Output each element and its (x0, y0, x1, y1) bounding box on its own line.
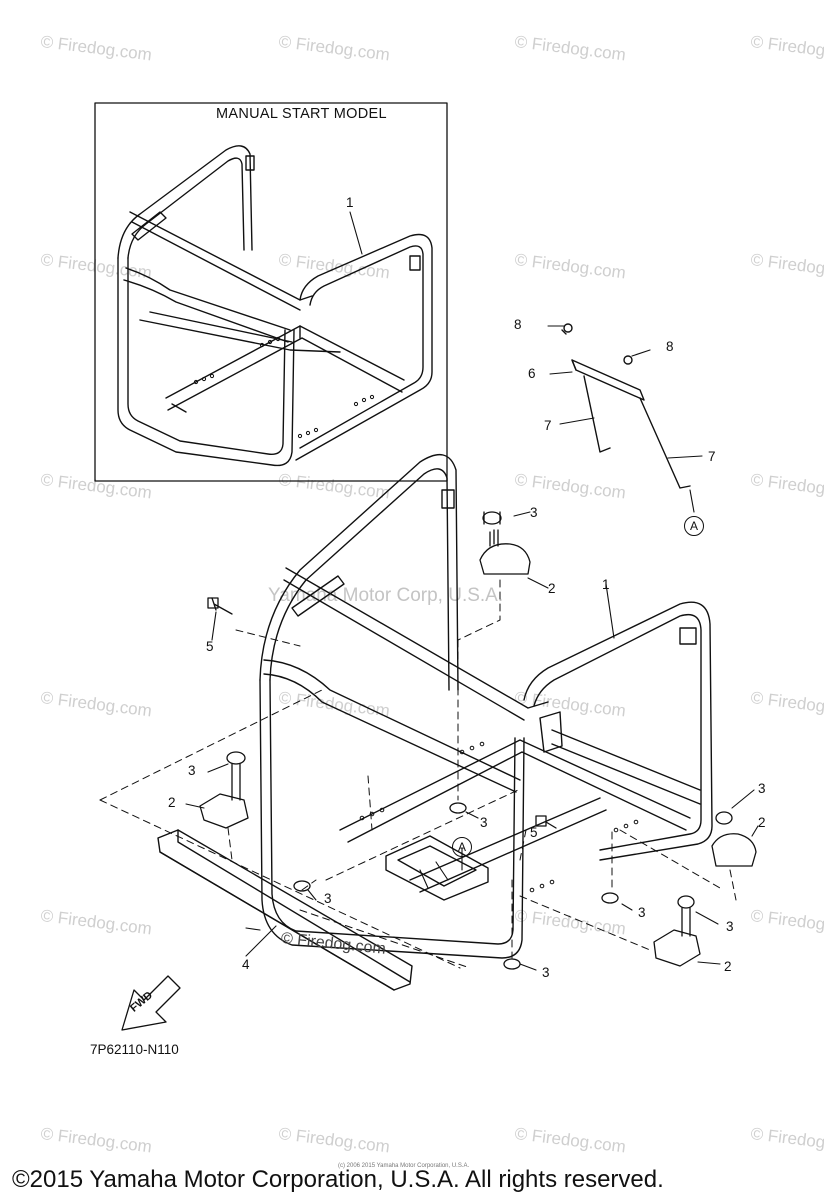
callout-4: 4 (242, 957, 250, 972)
inset-title: MANUAL START MODEL (216, 106, 387, 122)
callout-3-right-lower: 3 (726, 919, 734, 934)
tiny-copyright: (c) 2006 2015 Yamaha Motor Corporation, … (338, 1163, 470, 1169)
callout-1-inset: 1 (346, 195, 354, 210)
fwd-arrow (121, 975, 181, 1031)
callout-2-right-lower: 2 (724, 959, 732, 974)
battery-tray (385, 835, 489, 901)
callout-3-right-top: 3 (758, 781, 766, 796)
hook-rod (583, 375, 611, 453)
reference-a-top: A (684, 516, 704, 536)
phantom-lines (99, 579, 737, 969)
callout-3-left: 3 (188, 763, 196, 778)
diagram-code: 7P62110-N110 (90, 1042, 179, 1057)
callout-2-right-upper: 2 (758, 815, 766, 830)
callout-1-main: 1 (602, 577, 610, 592)
callout-6: 6 (528, 366, 536, 381)
callout-2-left: 2 (168, 795, 176, 810)
callout-3-top: 3 (530, 505, 538, 520)
main-holes (359, 741, 639, 893)
main-bracket (291, 575, 345, 617)
inset-holes (193, 336, 375, 439)
callout-3-bottom: 3 (542, 965, 550, 980)
callout-3-center: 3 (480, 815, 488, 830)
copyright-notice: ©2015 Yamaha Motor Corporation, U.S.A. A… (12, 1166, 664, 1193)
inset-box (94, 102, 448, 482)
wing-bolt (563, 323, 573, 333)
main-bracket (679, 627, 697, 645)
main-frame (259, 453, 713, 959)
wing-bolt (623, 355, 633, 365)
callout-8-left: 8 (514, 317, 522, 332)
callout-8-right: 8 (666, 339, 674, 354)
main-bracket (539, 711, 563, 753)
handle-assembly (547, 323, 703, 513)
callout-7-left: 7 (544, 418, 552, 433)
callout-2-top: 2 (548, 581, 556, 596)
callout-5-center: 5 (530, 825, 538, 840)
yamaha-watermark: Yamaha Motor Corp, U.S.A. (268, 585, 504, 606)
inset-bracket (131, 211, 167, 241)
reference-a-tray: A (452, 837, 472, 857)
callout-7-right: 7 (708, 449, 716, 464)
inset-bracket (409, 255, 421, 271)
leader-lines (185, 511, 759, 971)
callout-3-bottom-left: 3 (324, 891, 332, 906)
inset-frame (117, 145, 433, 467)
main-bracket (441, 489, 455, 509)
callout-5-left: 5 (206, 639, 214, 654)
hook-rod (639, 397, 691, 489)
callout-3-right-mid: 3 (638, 905, 646, 920)
mounts (199, 511, 757, 970)
cross-member (157, 829, 413, 991)
inset-bracket (245, 155, 255, 171)
